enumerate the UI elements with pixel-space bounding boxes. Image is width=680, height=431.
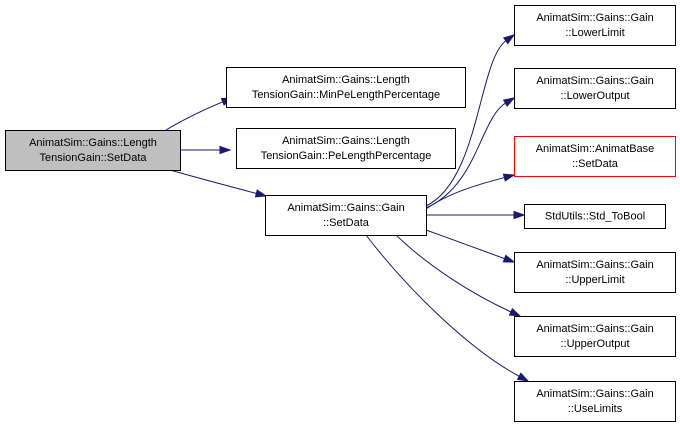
node-label-line: ::UpperOutput [560,338,629,350]
node-label-line: ::UpperLimit [565,274,624,286]
node-label-line: AnimatSim::Gains::Gain [536,75,653,87]
node-box [514,5,676,46]
node-gainset[interactable]: AnimatSim::Gains::Gain::SetData [265,195,427,236]
node-label-line: StdUtils::Std_ToBool [545,211,645,223]
node-uselimits[interactable]: AnimatSim::Gains::Gain::UseLimits [514,381,676,422]
edge-gainset-to-upperoutput [395,234,522,317]
edge-root-to-gainset [169,169,268,198]
node-label-line: AnimatSim::Gains::Length [282,74,410,86]
edge-gainset-to-upperlimit [425,229,516,263]
node-label-line: AnimatSim::Gains::Gain [536,323,653,335]
edge-line [425,176,506,210]
edge-line [169,169,258,195]
edge-line [425,229,506,260]
node-box [514,252,676,293]
node-animatbase[interactable]: AnimatSim::AnimatBase::SetData [514,136,676,177]
node-label-line: AnimatSim::Gains::Gain [536,259,653,271]
node-label-line: AnimatSim::AnimatBase [536,143,655,155]
arrowhead [254,189,268,198]
edge-line [425,39,507,207]
node-upperoutput[interactable]: AnimatSim::Gains::Gain::UpperOutput [514,316,676,357]
edges-layer [165,34,530,382]
node-label-line: ::UseLimits [568,403,623,415]
node-label-line: ::LowerLimit [565,27,624,39]
node-box [514,68,676,109]
node-label-line: ::LowerOutput [560,90,629,102]
edge-gainset-to-animatbase [425,173,516,210]
node-box [226,67,466,108]
edge-gainset-to-stdtobool [426,210,526,220]
arrowhead [502,254,516,263]
edge-line [425,102,507,209]
node-label-line: ::SetData [572,158,619,170]
node-box [524,204,666,229]
node-box [5,130,181,171]
node-label-line: TensionGain::PeLengthPercentage [261,150,432,162]
node-root: AnimatSim::Gains::LengthTensionGain::Set… [5,130,181,171]
node-loweroutput[interactable]: AnimatSim::Gains::Gain::LowerOutput [514,68,676,109]
node-label-line: AnimatSim::Gains::Length [29,137,157,149]
arrowhead [508,307,522,317]
arrowhead [502,173,516,182]
node-label-line: AnimatSim::Gains::Gain [287,202,404,214]
nodes-layer: AnimatSim::Gains::LengthTensionGain::Set… [5,5,676,422]
edge-line [365,234,521,378]
edge-gainset-to-lowerlimit [425,34,516,207]
edge-root-to-minpe [165,97,234,131]
node-label-line: AnimatSim::Gains::Length [282,135,410,147]
node-stdtobool[interactable]: StdUtils::Std_ToBool [524,204,666,229]
node-box [514,316,676,357]
node-box [265,195,427,236]
edge-line [165,101,224,131]
edge-line [395,234,513,313]
edge-gainset-to-loweroutput [425,97,516,209]
node-label-line: ::SetData [323,217,370,229]
node-label-line: AnimatSim::Gains::Gain [536,12,653,24]
arrowhead [502,97,516,107]
arrowhead [502,34,516,45]
node-box [514,381,676,422]
arrowhead [219,145,232,155]
node-upperlimit[interactable]: AnimatSim::Gains::Gain::UpperLimit [514,252,676,293]
node-box [514,136,676,177]
node-label-line: TensionGain::SetData [39,152,147,164]
arrowhead [516,372,530,382]
edge-root-to-pe [179,145,232,155]
edge-gainset-to-uselimits [365,234,530,382]
node-pe[interactable]: AnimatSim::Gains::LengthTensionGain::PeL… [236,128,456,169]
node-label-line: TensionGain::MinPeLengthPercentage [252,89,440,101]
node-label-line: AnimatSim::Gains::Gain [536,388,653,400]
arrowhead [513,210,526,220]
node-box [236,128,456,169]
node-minpe[interactable]: AnimatSim::Gains::LengthTensionGain::Min… [226,67,466,108]
node-lowerlimit[interactable]: AnimatSim::Gains::Gain::LowerLimit [514,5,676,46]
